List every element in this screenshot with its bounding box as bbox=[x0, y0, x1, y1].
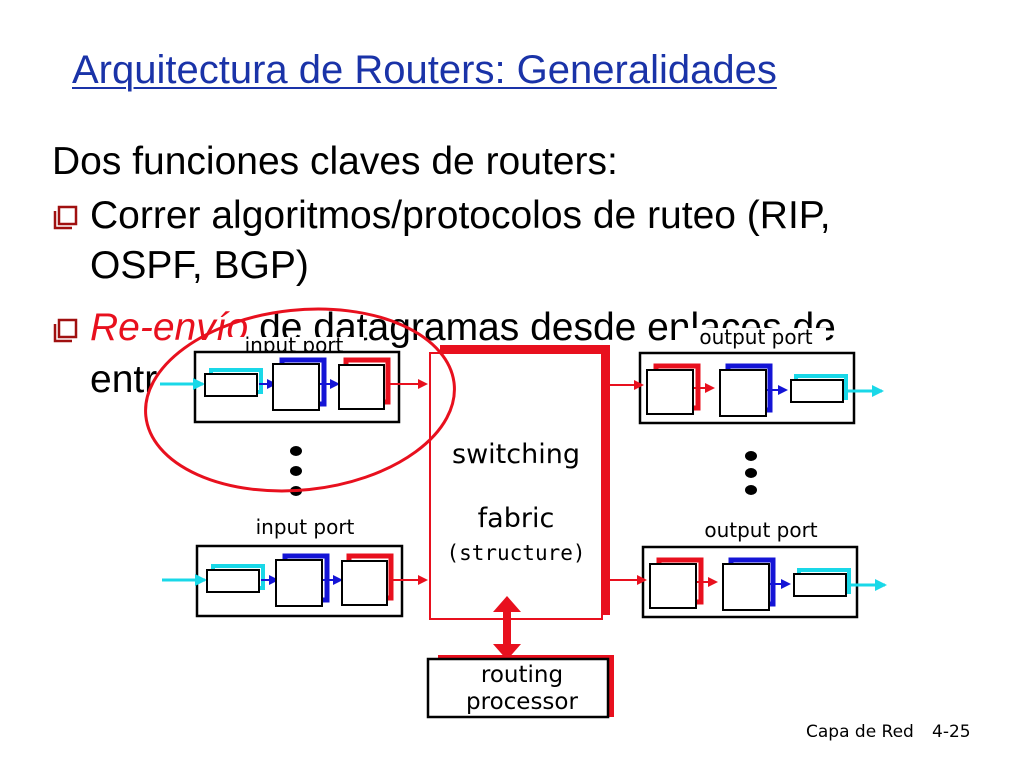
link-layer-box bbox=[275, 559, 323, 607]
lookup-queue-box bbox=[341, 560, 388, 606]
lookup-queue-box bbox=[338, 364, 385, 410]
dot bbox=[745, 468, 757, 478]
dot bbox=[745, 451, 757, 461]
bullet-1-line-2: OSPF, BGP) bbox=[90, 244, 309, 287]
dot bbox=[290, 466, 302, 476]
highlight-ellipse bbox=[144, 307, 456, 493]
footer-chapter: Capa de Red bbox=[806, 722, 914, 742]
slide-title: Arquitectura de Routers: Generalidades bbox=[72, 48, 777, 92]
input-ports-ellipsis bbox=[290, 446, 302, 496]
output-port-bottom-label: output port bbox=[704, 518, 817, 542]
link-layer-box bbox=[722, 563, 770, 611]
processor-label-processor: processor bbox=[466, 689, 578, 715]
switching-fabric: switching fabric (structure) bbox=[429, 345, 610, 620]
fabric-label-fabric: fabric bbox=[478, 503, 555, 534]
line-termination-box bbox=[204, 373, 258, 397]
bullet-box-icon bbox=[53, 318, 78, 343]
intro-text: Dos funciones claves de routers: bbox=[52, 140, 618, 183]
fabric-processor-link bbox=[493, 596, 521, 660]
link-layer-box bbox=[272, 363, 320, 411]
label-backdrop bbox=[680, 328, 826, 350]
fabric-label-switching: switching bbox=[452, 439, 580, 470]
input-port-bottom-label: input port bbox=[256, 515, 355, 539]
queue-box bbox=[649, 563, 697, 609]
output-ports-ellipsis bbox=[745, 451, 757, 495]
fabric-label-structure: (structure) bbox=[446, 541, 585, 565]
line-termination-box bbox=[793, 573, 847, 597]
dot bbox=[290, 446, 302, 456]
bullet-1-line-1: Correr algoritmos/protocolos de ruteo (R… bbox=[90, 194, 831, 237]
routing-processor: routing processor bbox=[426, 655, 614, 719]
bullet-box-icon bbox=[53, 205, 78, 230]
input-port-bottom: input port bbox=[162, 515, 428, 618]
fabric-box bbox=[429, 352, 603, 620]
output-port-top: output port bbox=[606, 325, 884, 425]
output-port-top-label: output port bbox=[699, 325, 812, 349]
dot bbox=[745, 485, 757, 495]
output-port-bottom: output port bbox=[606, 518, 887, 619]
arrow-head-up bbox=[493, 596, 521, 612]
line-termination-box bbox=[206, 569, 260, 593]
processor-box bbox=[426, 657, 610, 719]
arrow-head-down bbox=[493, 644, 521, 660]
bullet-2-line-2: entr bbox=[90, 358, 158, 401]
processor-label-routing: routing bbox=[481, 662, 563, 688]
input-port-top: input port bbox=[160, 333, 428, 424]
queue-box bbox=[646, 369, 694, 415]
line-termination-box bbox=[790, 379, 844, 403]
footer-page-number: 4-25 bbox=[932, 722, 971, 742]
link-layer-box bbox=[719, 369, 767, 417]
